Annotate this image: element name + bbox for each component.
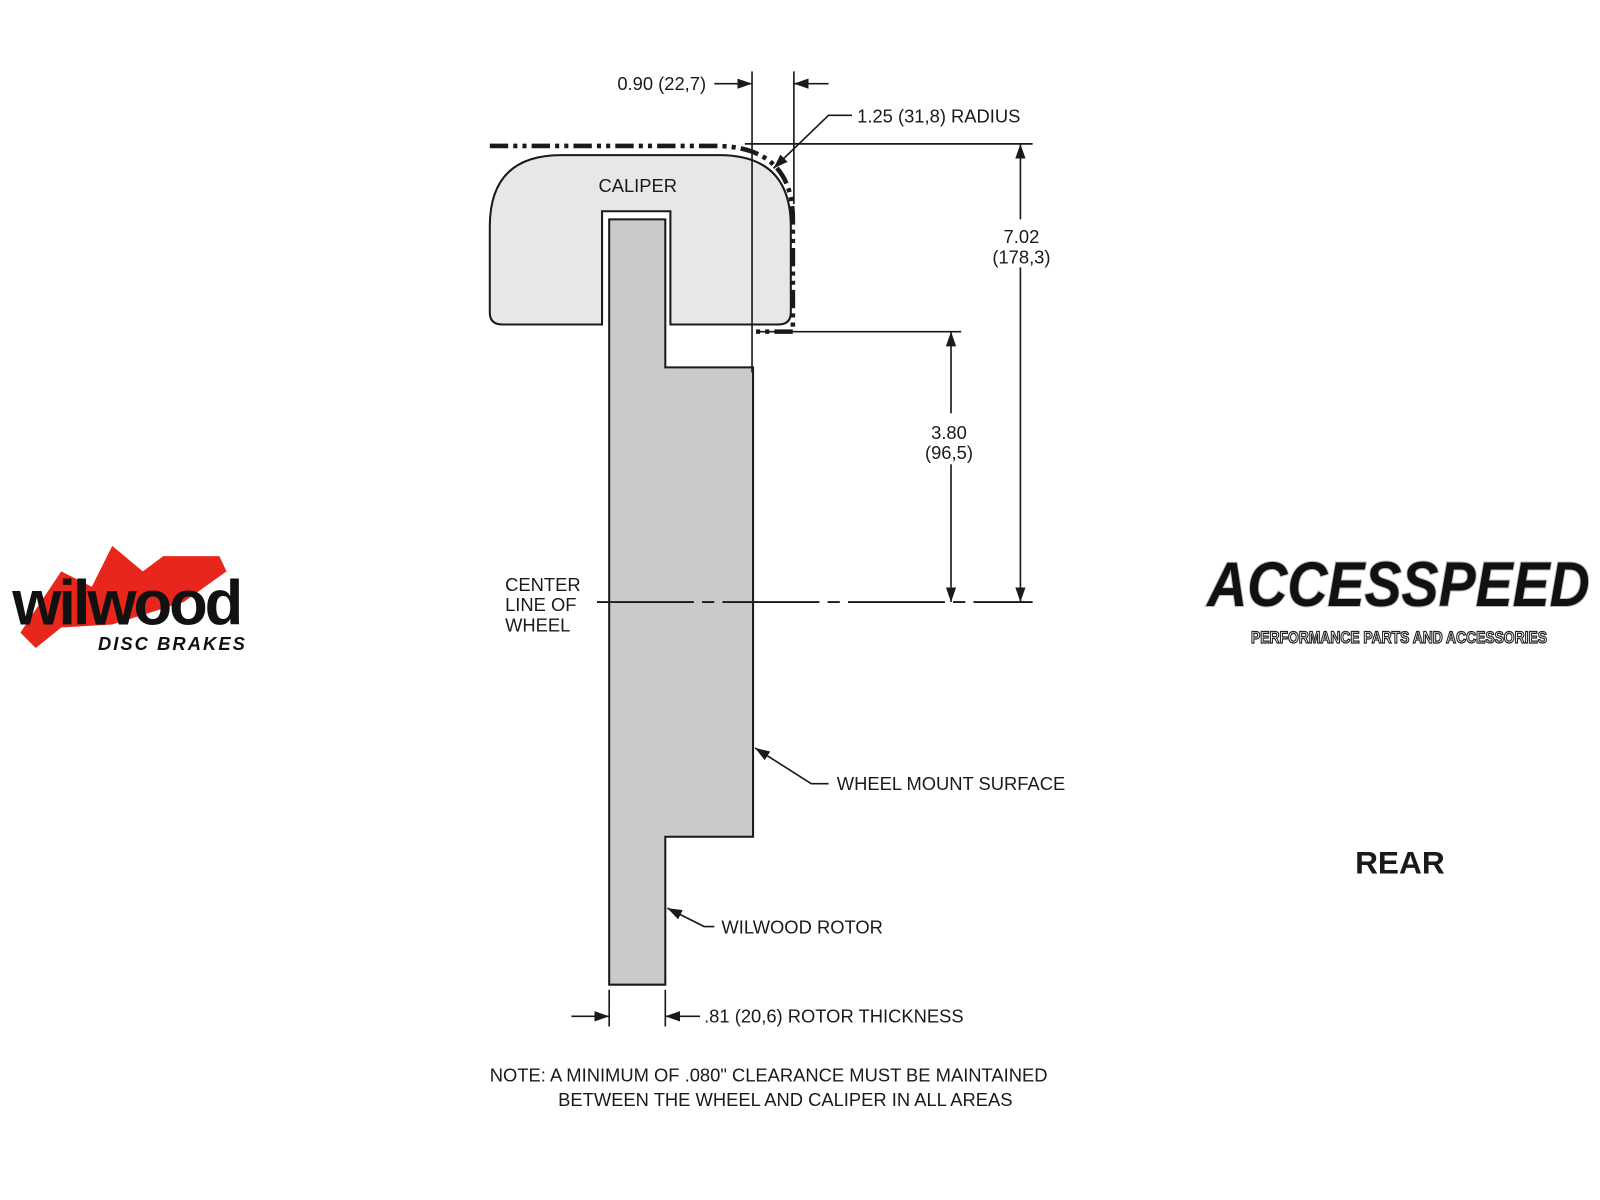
rotor-thickness-label: .81 (20,6) ROTOR THICKNESS [704,1005,964,1026]
rotor-label: WILWOOD ROTOR [721,917,883,938]
dim-overall-in: 7.02 [1004,226,1040,247]
svg-text:ACCESSPEED: ACCESSPEED [1205,550,1589,620]
dim-caliper-in: 3.80 [931,422,967,443]
centerline-label-1: CENTER [505,574,580,595]
svg-text:DISC BRAKES: DISC BRAKES [98,633,247,654]
svg-text:PERFORMANCE PARTS AND ACCESSOR: PERFORMANCE PARTS AND ACCESSORIES [1251,629,1547,647]
centerline-label-3: WHEEL [505,615,570,636]
wilwood-logo: wilwood DISC BRAKES [11,545,247,654]
dim-overall-mm: (178,3) [992,246,1050,267]
wheel-mount-label: WHEEL MOUNT SURFACE [837,773,1065,794]
note-line-1: NOTE: A MINIMUM OF .080" CLEARANCE MUST … [490,1065,1048,1086]
note-line-2: BETWEEN THE WHEEL AND CALIPER IN ALL ARE… [558,1089,1012,1110]
wheel-clearance-line [489,143,796,334]
position-label: REAR [1355,844,1445,880]
dim-offset-label: 0.90 (22,7) [617,73,706,94]
accesspeed-logo: ACCESSPEED PERFORMANCE PARTS AND ACCESSO… [1204,549,1590,647]
caliper-label: CALIPER [598,175,677,196]
dim-caliper-mm: (96,5) [925,442,973,463]
caliper-body [488,154,792,326]
svg-text:wilwood: wilwood [11,568,240,638]
dim-radius-label: 1.25 (31,8) RADIUS [857,105,1020,126]
centerline-label-2: LINE OF [505,594,576,615]
